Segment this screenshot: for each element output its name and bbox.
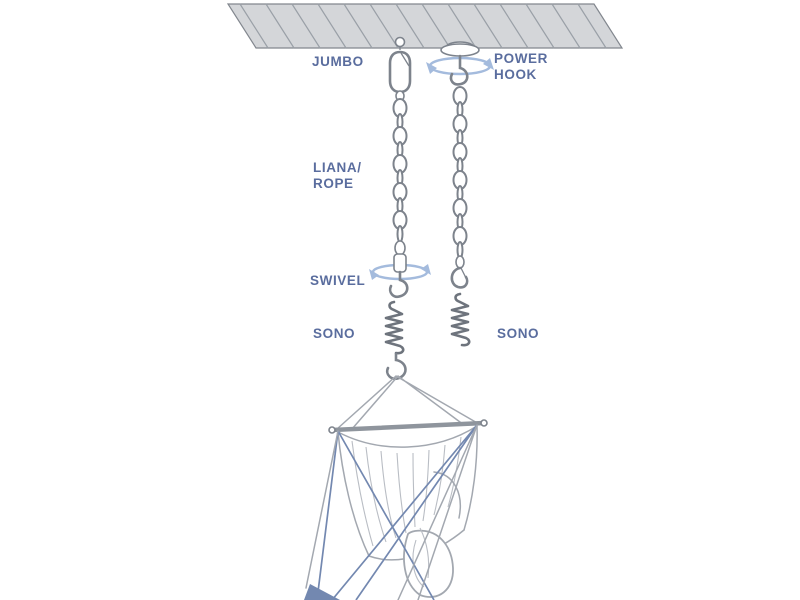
chair-hook [385, 352, 407, 380]
blue-ropes [317, 424, 478, 600]
right-assembly [426, 41, 494, 347]
liana-rope-chain [392, 98, 408, 243]
powerhook-flange [440, 43, 480, 57]
swivel-body [393, 253, 407, 273]
spreader-bar [329, 420, 487, 433]
fabric-top-edge [337, 425, 478, 448]
hanging-chair [304, 375, 488, 600]
suspension-ropes [336, 375, 480, 430]
sono-spring-left [384, 300, 405, 355]
label-power-line1: POWER [494, 51, 548, 66]
powerhook-hook [449, 54, 469, 86]
label-swivel: SWIVEL [310, 273, 365, 288]
swivel-hook [388, 270, 409, 298]
ceiling [226, 3, 624, 49]
left-assembly [369, 36, 431, 380]
right-end-hook [450, 255, 469, 289]
ceiling-face [226, 3, 624, 49]
fold-line [419, 527, 430, 579]
jumbo-carabiner [388, 50, 412, 94]
fabric-right-edge [463, 425, 478, 531]
rotation-arrowhead-left2 [426, 62, 437, 74]
bar-knob-left [328, 426, 336, 434]
ceiling-hatch-lines [239, 3, 607, 49]
label-power-line2: HOOK [494, 67, 537, 82]
label-sono-right: SONO [497, 326, 539, 341]
label-liana-line1: LIANA/ [313, 160, 362, 175]
hook-eye [455, 255, 465, 269]
swivel-device [369, 240, 431, 298]
label-jumbo: JUMBO [312, 54, 364, 69]
grey-ropes [305, 424, 478, 600]
ceiling-eye [394, 36, 406, 48]
label-sono-left: SONO [313, 326, 355, 341]
snap-hook [450, 266, 469, 289]
sono-spring-right [450, 292, 471, 347]
snap-hook-gate [460, 267, 467, 279]
right-chain [452, 86, 468, 259]
rotation-arrowhead-left [369, 269, 379, 280]
swivel-eye [394, 240, 406, 256]
labels: JUMBO POWER HOOK LIANA/ ROPE SWIVEL SONO… [310, 51, 548, 341]
rope-triangle [304, 584, 340, 600]
label-liana-line2: ROPE [313, 176, 354, 191]
bar-knob-right [480, 419, 488, 427]
carabiner-gate [400, 52, 410, 67]
fabric-left-edge [337, 431, 370, 557]
fabric-drape-lines [351, 436, 462, 547]
rotation-arrowhead-right [421, 264, 431, 275]
rotation-arrowhead-right2 [483, 58, 494, 70]
